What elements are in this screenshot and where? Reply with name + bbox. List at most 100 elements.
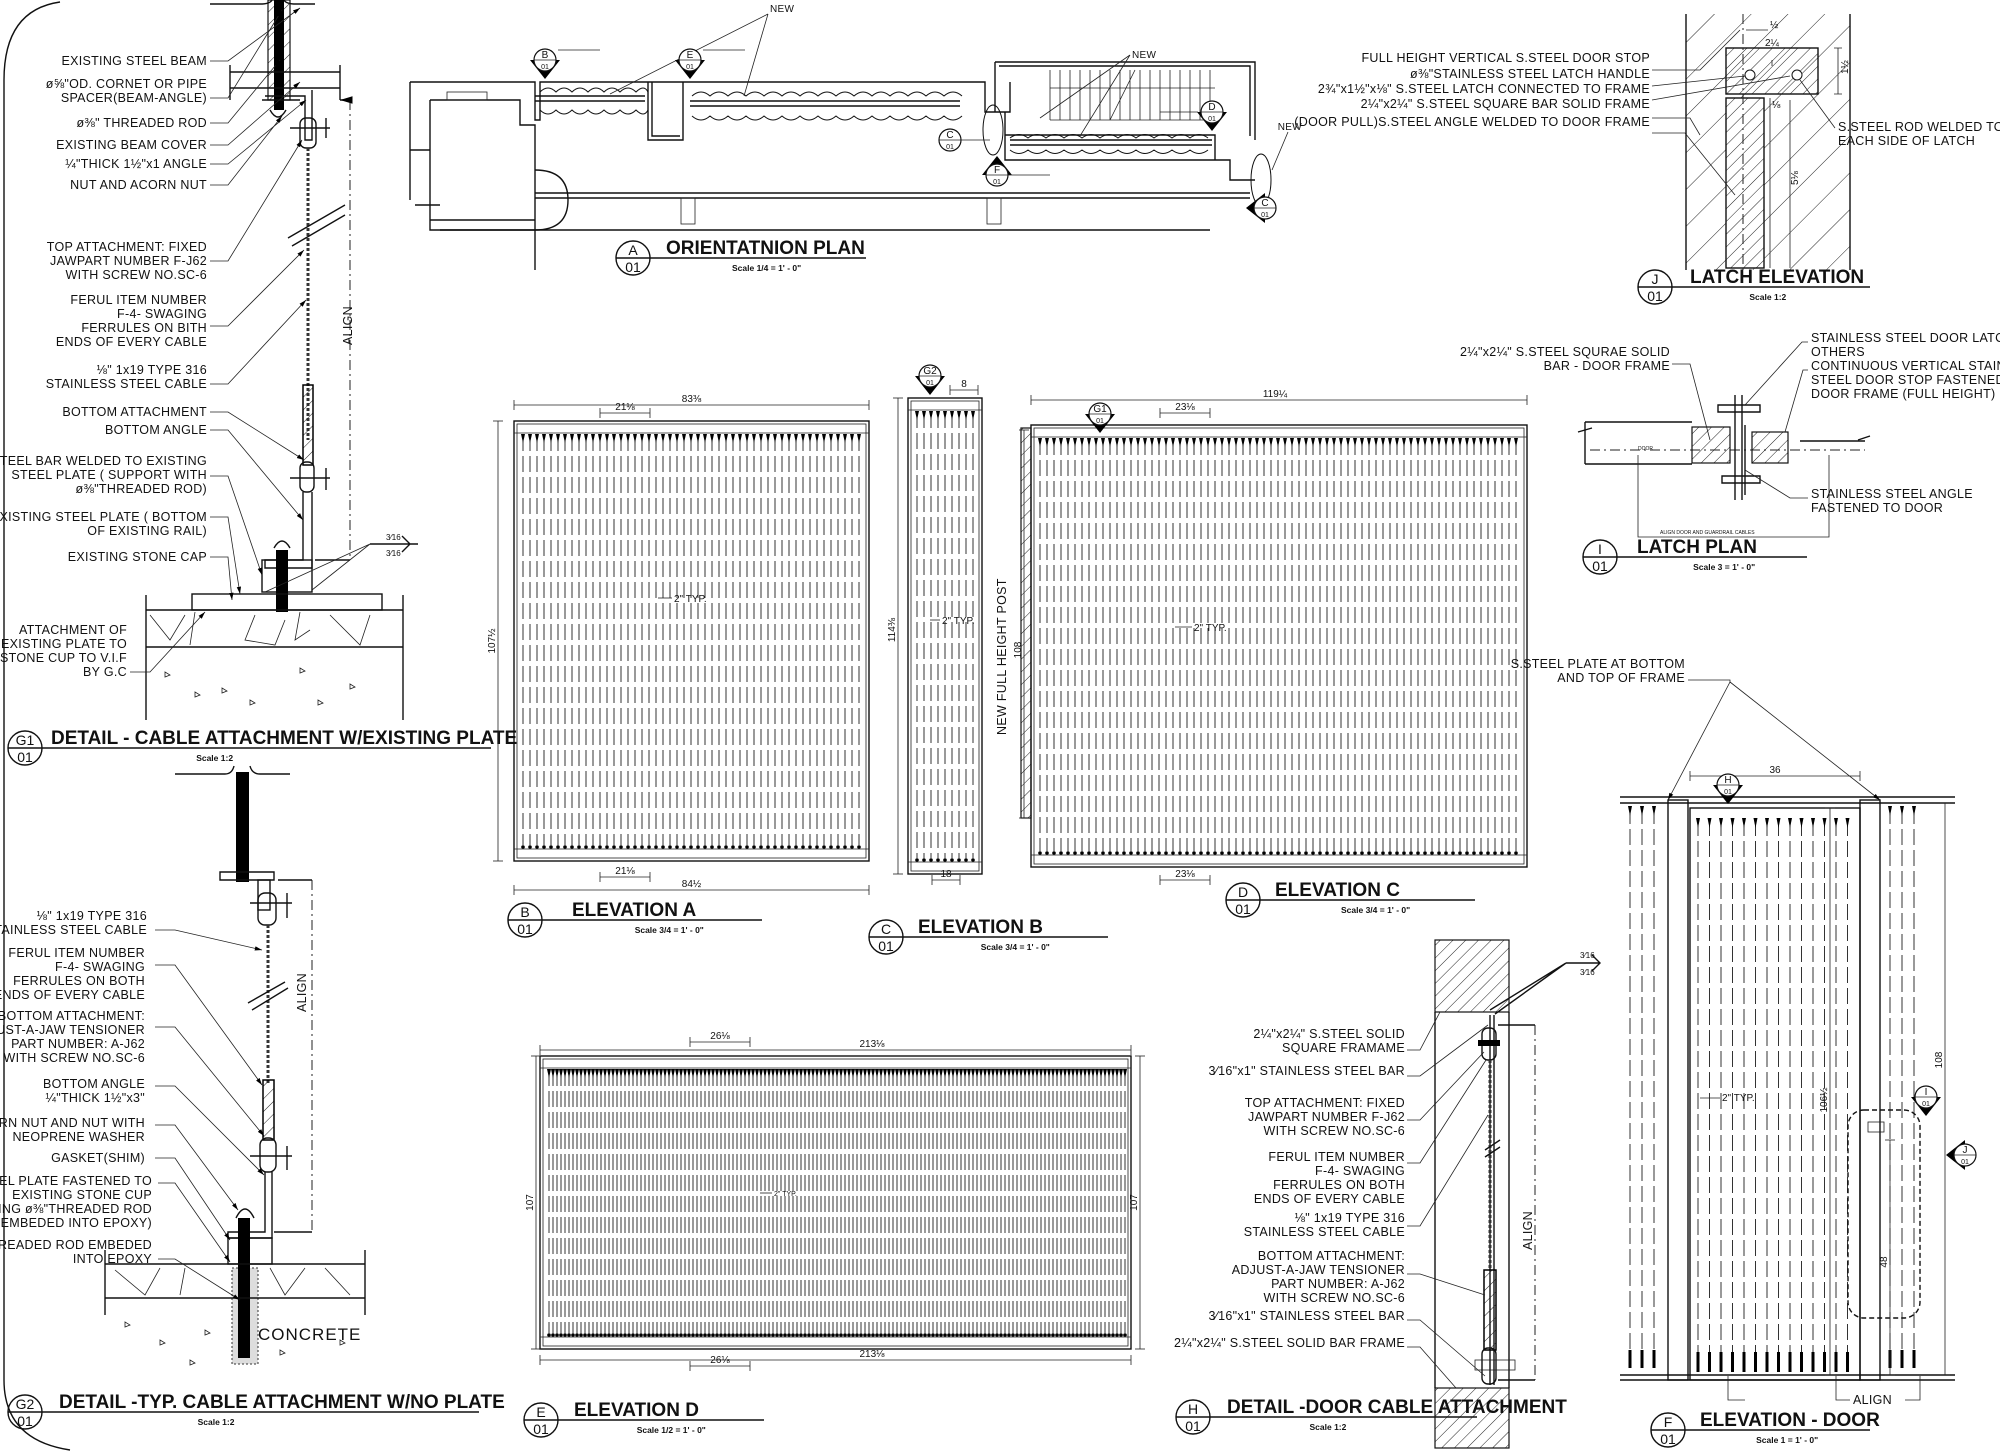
cable-top-fitting — [927, 1069, 931, 1078]
cable-bottom-fitting — [1087, 1333, 1091, 1337]
cable-top-fitting — [1395, 438, 1399, 447]
dimension-text: 107 — [525, 1194, 536, 1211]
marker-sheet: 01 — [1096, 418, 1104, 425]
section-marker[interactable]: E01 — [675, 48, 705, 79]
cable-top-fitting — [1486, 438, 1490, 447]
post-label: NEW FULL HEIGHT POST — [995, 578, 1009, 735]
callout-line: S.STEEL ROD WELDED TO — [1838, 120, 2000, 134]
cable-top-fitting — [563, 1069, 567, 1078]
cable-bottom-fitting — [715, 1333, 719, 1337]
cable-top-fitting — [651, 1069, 655, 1078]
cable-bottom-fitting — [1019, 1333, 1023, 1337]
cable-top-fitting — [643, 1069, 647, 1078]
section-marker[interactable]: J01 — [1946, 1140, 1977, 1170]
leader-line — [155, 964, 263, 1086]
cable-bottom-fitting — [647, 845, 651, 849]
cable-bottom-fitting — [783, 1333, 787, 1337]
cable-bottom-fitting — [1912, 1350, 1916, 1368]
cable-bottom-fitting — [987, 1333, 991, 1337]
cable-bottom-fitting — [547, 1333, 551, 1337]
cable-top-fitting — [695, 1069, 699, 1078]
new-label: NEW — [1132, 50, 1156, 61]
leader-line — [210, 99, 307, 165]
cable-bottom-fitting — [1150, 851, 1154, 855]
cable-bottom-fitting — [863, 1333, 867, 1337]
section-marker[interactable]: D01 — [1197, 100, 1227, 131]
cable-bottom-fitting — [1047, 1333, 1051, 1337]
panel-frame — [513, 420, 870, 862]
cable-top-fitting — [703, 434, 707, 443]
cable-top-fitting — [839, 1069, 843, 1078]
cable-top-fitting — [563, 434, 567, 443]
section-marker[interactable]: C01 — [1246, 193, 1277, 223]
section-marker[interactable]: F01 — [982, 156, 1012, 187]
cable-bottom-fitting — [835, 1333, 839, 1337]
cable-bottom-fitting — [549, 845, 553, 849]
cable-top-fitting — [707, 1069, 711, 1078]
cable-bottom-fitting — [808, 845, 812, 849]
callout-line: ENDS OF EVERY CABLE — [0, 988, 145, 1002]
cable-top-fitting — [1696, 818, 1700, 828]
cable-top-fitting — [1023, 1069, 1027, 1078]
weld-size: 3⁄16 — [1580, 968, 1595, 977]
cable-top-fitting — [1039, 1069, 1043, 1078]
cable-top-fitting — [875, 1069, 879, 1078]
cable-top-fitting — [1213, 438, 1217, 447]
cable-bottom-fitting — [751, 1333, 755, 1337]
stone-cap — [145, 595, 404, 720]
column-pier — [647, 82, 684, 141]
cable-top-fitting — [1171, 438, 1175, 447]
callout-line: ENDS OF EVERY CABLE — [56, 335, 207, 349]
cable-bottom-fitting — [521, 845, 525, 849]
cable-bottom-fitting — [929, 858, 933, 862]
leader-lines — [1407, 1011, 1489, 1389]
cable-bottom-fitting — [1640, 1350, 1644, 1368]
cable-bottom-fitting — [1123, 1333, 1127, 1337]
cable-bottom-fitting — [739, 1333, 743, 1337]
callout-line: FERRULES ON BOTH — [1273, 1178, 1405, 1192]
cable-bottom-fitting — [735, 1333, 739, 1337]
cable-bottom-fitting — [639, 1333, 643, 1337]
section-marker[interactable]: C01 — [938, 128, 962, 152]
cable-top-fitting — [591, 434, 595, 443]
building-outline — [409, 81, 1011, 206]
callout-line: STONE CUP TO V.I.F — [0, 651, 127, 665]
cable-bottom-fitting — [963, 1333, 967, 1337]
cable-top-fitting — [668, 434, 672, 443]
right-post — [1859, 799, 1881, 1381]
weld-symbol — [1489, 954, 1601, 1015]
cable-top-fitting — [1276, 438, 1280, 447]
section-marker[interactable]: I01 — [1911, 1085, 1941, 1116]
cable-top-fitting — [1458, 438, 1462, 447]
cable-bottom-fitting — [623, 1333, 627, 1337]
cable-top-fitting — [863, 1069, 867, 1078]
cable-top-fitting — [1451, 438, 1455, 447]
threaded-rod — [274, 0, 284, 110]
callout-line: ACORN NUT AND NUT WITH — [0, 1116, 145, 1130]
top-bar — [1478, 1040, 1500, 1046]
detail-scale: Scale 3/4 = 1' - 0" — [635, 925, 704, 935]
cable-top-fitting — [1367, 438, 1371, 447]
cable-top-fitting — [583, 1069, 587, 1078]
cable-top-fitting — [699, 1069, 703, 1078]
cable-top-fitting — [723, 1069, 727, 1078]
cable-bottom-fitting — [1059, 1333, 1063, 1337]
section-marker[interactable]: H01 — [1713, 773, 1743, 804]
callout-label: ø⅜"STAINLESS STEEL LATCH HANDLE — [1410, 67, 1650, 81]
cable-top-fitting — [843, 1069, 847, 1078]
cable-top-fitting — [542, 434, 546, 443]
cable-bottom-fitting — [1437, 851, 1441, 855]
cable-top-fitting — [1799, 818, 1804, 828]
section-marker[interactable]: B01 — [530, 48, 560, 79]
sheet-ref: 01 — [1235, 901, 1251, 917]
cable-top-fitting — [971, 411, 975, 420]
callout-line: WITH SCREW NO.SC-6 — [1263, 1291, 1405, 1305]
callout-line: 3⁄16"x1" STAINLESS STEEL BAR — [1208, 1309, 1405, 1323]
callout-line: PART NUMBER: A-J62 — [1271, 1277, 1405, 1291]
cable-bottom-fitting — [1444, 851, 1448, 855]
